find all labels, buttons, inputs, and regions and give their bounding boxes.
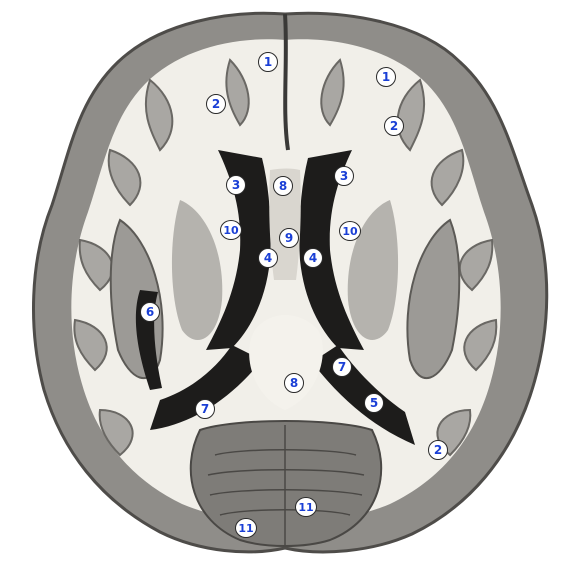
label-marker-1: 1 [258,52,278,72]
label-marker-3: 3 [226,175,246,195]
cerebellar-folia [207,425,365,545]
right-basal-ganglia [347,200,399,340]
interhemispheric-fissure [283,13,290,151]
label-marker-5: 5 [364,393,384,413]
label-marker-2: 2 [428,440,448,460]
label-marker-11: 11 [235,518,257,538]
right-insula [406,218,461,380]
label-marker-3: 3 [334,166,354,186]
label-marker-2: 2 [384,116,404,136]
septum-region [269,168,301,280]
label-marker-1: 1 [376,67,396,87]
label-marker-6: 6 [140,302,160,322]
label-marker-11: 11 [295,497,317,517]
splenium-region [249,315,323,410]
label-marker-10: 10 [220,220,242,240]
ventricles [135,150,415,445]
label-marker-2: 2 [206,94,226,114]
left-basal-ganglia [171,200,223,340]
label-marker-7: 7 [195,399,215,419]
cerebellum [189,420,383,547]
label-marker-7: 7 [332,357,352,377]
label-marker-8: 8 [284,373,304,393]
label-marker-9: 9 [279,228,299,248]
label-marker-8: 8 [273,176,293,196]
label-marker-4: 4 [303,248,323,268]
label-marker-4: 4 [258,248,278,268]
cortical-gyri [73,58,498,457]
label-marker-10: 10 [339,221,361,241]
